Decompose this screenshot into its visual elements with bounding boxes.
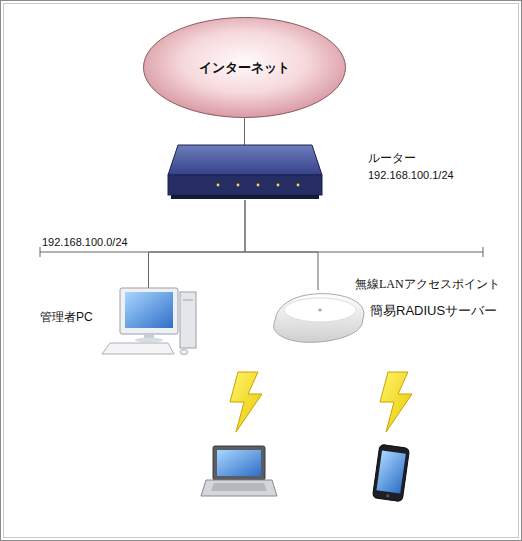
wireless-bolt	[380, 372, 412, 432]
device-name: インターネット	[143, 17, 346, 118]
device-name: 管理者PC	[40, 310, 93, 324]
drive-slot	[183, 300, 193, 301]
mouse	[180, 350, 188, 355]
monitor-bezel	[120, 288, 178, 334]
access-point-top	[284, 298, 356, 322]
access-point-led	[318, 308, 321, 311]
router-front	[168, 175, 322, 195]
device-name: 無線LANアクセスポイント	[355, 277, 500, 291]
access-point-body	[274, 294, 364, 343]
network-link	[149, 200, 246, 288]
router-led	[297, 184, 300, 187]
network-link	[244, 118, 245, 145]
smartphone	[372, 444, 409, 502]
pc-tower	[180, 292, 196, 348]
phone-button	[386, 494, 390, 498]
router-led	[237, 184, 240, 187]
network-device: 無線LANアクセスポイント簡易RADIUSサーバー	[268, 290, 368, 346]
laptop-lid	[213, 446, 265, 480]
laptop-keyboard	[211, 483, 267, 491]
network-address: 192.168.100.0/24	[42, 236, 128, 249]
cloud-ellipse	[144, 18, 346, 118]
device-detail: 192.168.100.1/24	[368, 169, 454, 182]
monitor-stand	[135, 338, 163, 343]
wireless-bolt	[230, 372, 262, 432]
router-led	[217, 184, 220, 187]
router-led	[277, 184, 280, 187]
router-top	[168, 145, 322, 175]
bus-end-tick	[483, 247, 484, 257]
network-device: 管理者PC	[100, 288, 197, 356]
router-foot	[171, 195, 319, 199]
inner-frame	[4, 4, 519, 538]
network-device: ルーター192.168.100.1/24	[168, 145, 322, 200]
bus-end-tick	[40, 247, 41, 257]
network-device: インターネット	[143, 17, 346, 118]
phone-body	[372, 444, 409, 502]
phone-screen	[376, 451, 405, 494]
device-illustration	[268, 290, 368, 346]
laptop-screen	[217, 450, 261, 476]
device-illustration	[100, 288, 197, 356]
device-illustration	[168, 145, 322, 200]
network-link	[245, 200, 318, 290]
lan-bus-line	[40, 252, 483, 253]
device-name: ルーター	[368, 151, 416, 165]
laptop-base	[201, 480, 277, 496]
device-detail: 簡易RADIUSサーバー	[370, 303, 497, 319]
keyboard	[102, 343, 174, 354]
router-led	[257, 184, 260, 187]
monitor-screen	[125, 292, 173, 328]
